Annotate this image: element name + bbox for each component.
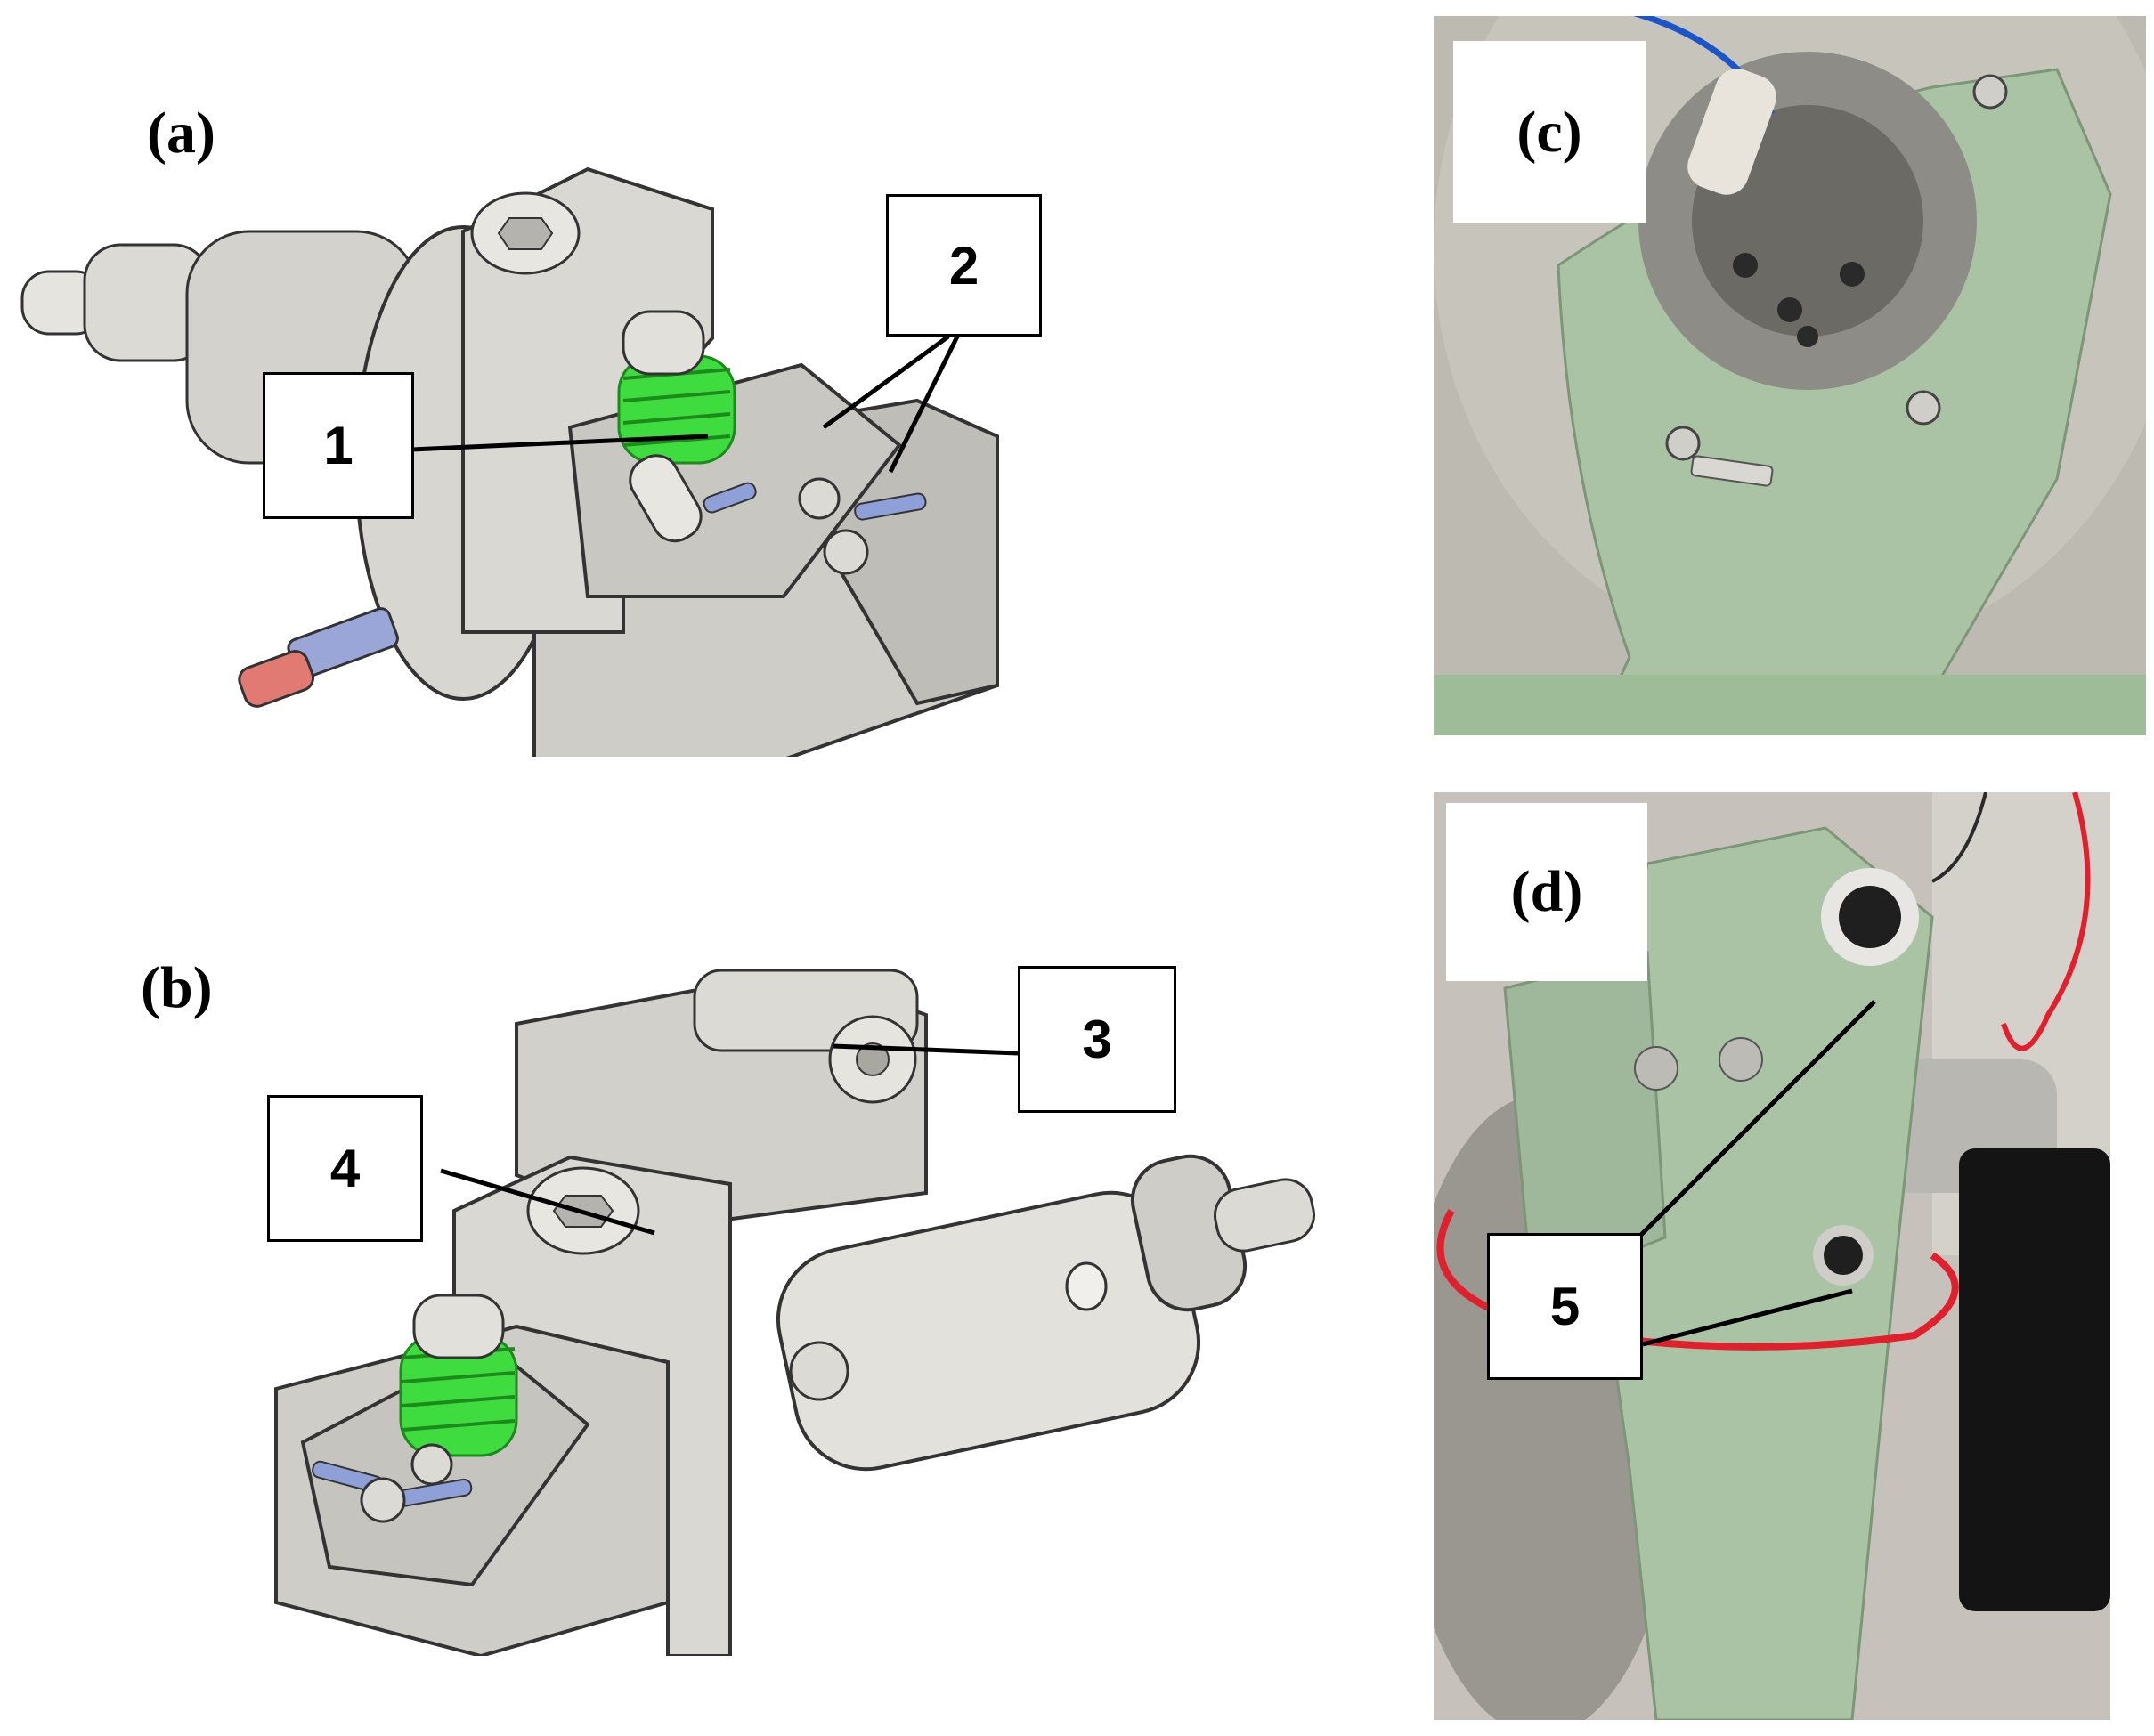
pins-a	[629, 454, 927, 575]
photo-c: (c)	[1434, 16, 2146, 735]
panel-c-label: (c)	[1453, 41, 1646, 223]
cad-render-a	[20, 166, 999, 757]
fitting-a	[238, 607, 399, 708]
callout-2: 2	[886, 194, 1042, 337]
callout-1: 1	[263, 372, 414, 519]
pins-b	[312, 1443, 473, 1523]
spring-a	[617, 310, 736, 465]
cad-render-b	[274, 968, 1315, 1656]
panel-b-label: (b)	[141, 955, 213, 1020]
callout-3: 3	[1018, 966, 1176, 1113]
shaft-right	[776, 1154, 1315, 1472]
panel-a-label: (a)	[147, 101, 215, 166]
callout-4: 4	[267, 1095, 423, 1242]
panel-d-label: (d)	[1446, 803, 1647, 981]
spring-b	[399, 1294, 518, 1457]
callout-5: 5	[1487, 1233, 1643, 1380]
